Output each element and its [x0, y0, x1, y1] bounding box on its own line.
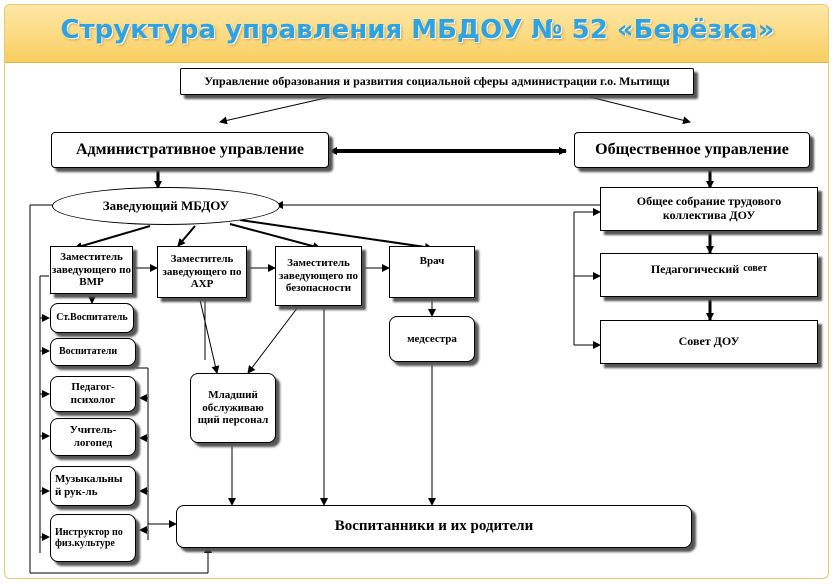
node-admin: Административное управление: [51, 132, 329, 168]
node-ped-council: Педагогический совет: [600, 253, 818, 297]
ped-council-label-small: совет: [743, 263, 768, 274]
node-junior: Младший обслуживаю щий персонал: [190, 373, 276, 443]
node-pupils: Воспитанники и их родители: [176, 505, 692, 548]
page-title: Структура управления МБДОУ № 52 «Берёзка…: [60, 15, 775, 45]
node-teachers: Воспитатели: [50, 338, 136, 366]
node-speech: Учитель-логопед: [50, 418, 136, 456]
node-music: Музыкальны й рук-ль: [50, 466, 136, 506]
node-dep-safety: Заместитель заведующего по безопасности: [275, 246, 362, 306]
title-banner: [5, 5, 828, 63]
node-council: Совет ДОУ: [600, 320, 818, 364]
node-doctor: Врач: [389, 246, 475, 298]
node-psych: Педагог-психолог: [50, 376, 136, 412]
node-pe: Инструктор по физ.культуре: [50, 514, 136, 562]
node-public: Общественное управление: [574, 132, 810, 168]
node-nurse: медсестра: [389, 316, 475, 362]
node-dep-vmr: Заместитель заведующего по ВМР: [50, 246, 133, 294]
node-senior-teacher: Ст.Воспитатель: [50, 303, 134, 333]
node-general-meeting: Общее собрание трудового коллектива ДОУ: [600, 187, 818, 231]
node-head: Заведующий МБДОУ: [52, 187, 280, 225]
node-dep-ahr: Заместитель заведующего по АХР: [157, 246, 247, 298]
ped-council-label: Педагогический: [650, 262, 740, 276]
node-top: Управление образования и развития социал…: [180, 68, 694, 95]
